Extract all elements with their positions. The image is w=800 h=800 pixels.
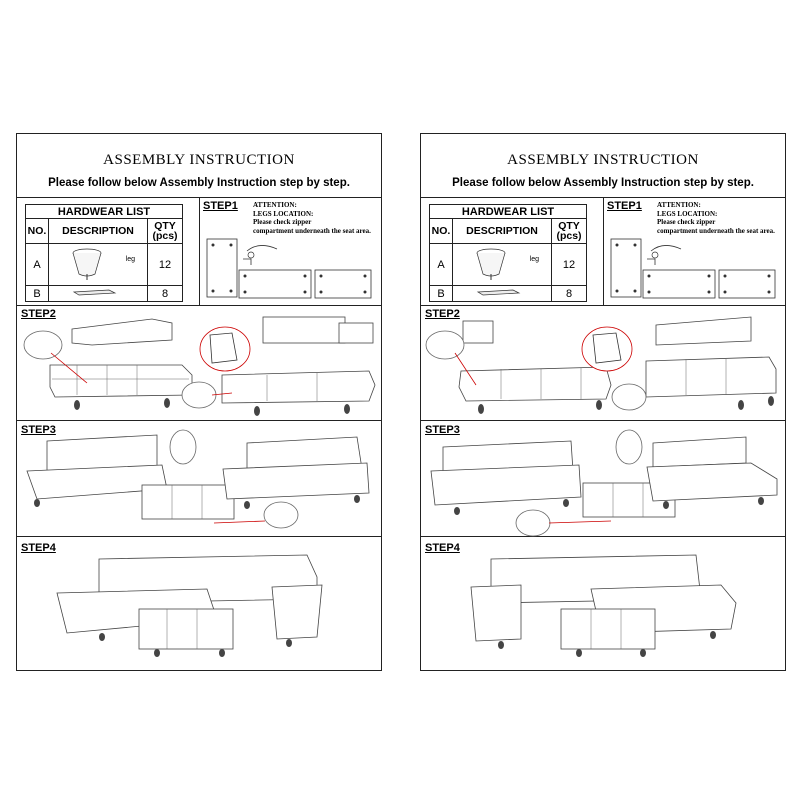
step1-box: STEP1 ATTENTION: LEGS LOCATION: Please c… (603, 197, 785, 306)
hardware-list-box: HARDWEAR LIST NO. DESCRIPTION QTY (pcs) … (17, 197, 200, 306)
bracket-icon (476, 289, 521, 296)
step3-diagram (430, 429, 778, 537)
leg-icon (72, 248, 102, 280)
row-qty: 8 (147, 285, 183, 302)
leg-illustration-cell: leg (48, 243, 148, 286)
hardware-table: HARDWEAR LIST NO. DESCRIPTION QTY (pcs) … (429, 204, 587, 302)
step4-diagram (56, 554, 323, 657)
sheet-subtitle: Please follow below Assembly Instruction… (48, 177, 350, 189)
col-qty: QTY (pcs) (551, 218, 587, 244)
table-row: B 8 (25, 285, 183, 302)
bracket-icon (72, 289, 117, 296)
step2-panel: STEP2 (421, 305, 785, 421)
sheet-title: ASSEMBLY INSTRUCTION (507, 152, 699, 168)
bracket-illustration-cell (452, 285, 552, 302)
instruction-sheet-right: ASSEMBLY INSTRUCTION Please follow below… (420, 133, 786, 671)
step2-panel: STEP2 (17, 305, 381, 421)
row-no: B (25, 285, 49, 302)
col-no: NO. (429, 218, 453, 244)
instruction-sheet-left: ASSEMBLY INSTRUCTION Please follow below… (16, 133, 382, 671)
title-box: ASSEMBLY INSTRUCTION Please follow below… (17, 134, 381, 198)
col-qty: QTY (pcs) (147, 218, 183, 244)
col-description: DESCRIPTION (452, 218, 552, 244)
row-qty: 12 (147, 243, 183, 286)
hardware-list-box: HARDWEAR LIST NO. DESCRIPTION QTY (pcs) … (421, 197, 604, 306)
leg-icon (476, 248, 506, 280)
step4-diagram (470, 554, 737, 657)
hardware-table: HARDWEAR LIST NO. DESCRIPTION QTY (pcs) … (25, 204, 183, 302)
leg-label: leg (125, 256, 135, 263)
row-no: A (429, 243, 453, 286)
hardware-title: HARDWEAR LIST (25, 204, 183, 219)
attention-note: ATTENTION: LEGS LOCATION: Please check z… (657, 201, 775, 235)
step4-panel: STEP4 (17, 537, 381, 670)
table-row: B 8 (429, 285, 587, 302)
step2-diagram (425, 316, 777, 414)
step3-label: STEP3 (425, 424, 460, 436)
col-description: DESCRIPTION (48, 218, 148, 244)
leg-label: leg (529, 256, 539, 263)
step4-panel: STEP4 (421, 537, 785, 670)
step2-diagram (23, 316, 376, 416)
step1-label: STEP1 (203, 200, 238, 212)
step4-label: STEP4 (21, 542, 56, 554)
step2-label: STEP2 (21, 308, 56, 320)
row-qty: 8 (551, 285, 587, 302)
sheet-subtitle: Please follow below Assembly Instruction… (452, 177, 754, 189)
step1-box: STEP1 ATTENTION: LEGS LOCATION: Please c… (199, 197, 381, 306)
table-row: A leg 12 (429, 243, 587, 286)
step3-diagram (26, 429, 370, 529)
row-no: B (429, 285, 453, 302)
table-row: A leg 12 (25, 243, 183, 286)
row-no: A (25, 243, 49, 286)
sheet-title: ASSEMBLY INSTRUCTION (103, 152, 295, 168)
step3-label: STEP3 (21, 424, 56, 436)
step1-diagram (206, 238, 372, 299)
step1-label: STEP1 (607, 200, 642, 212)
col-no: NO. (25, 218, 49, 244)
bracket-illustration-cell (48, 285, 148, 302)
attention-note: ATTENTION: LEGS LOCATION: Please check z… (253, 201, 371, 235)
step3-panel: STEP3 (17, 421, 381, 537)
step4-label: STEP4 (425, 542, 460, 554)
leg-illustration-cell: leg (452, 243, 552, 286)
step2-label: STEP2 (425, 308, 460, 320)
step3-panel: STEP3 (421, 421, 785, 537)
hardware-title: HARDWEAR LIST (429, 204, 587, 219)
title-box: ASSEMBLY INSTRUCTION Please follow below… (421, 134, 785, 198)
step1-diagram (610, 238, 776, 299)
row-qty: 12 (551, 243, 587, 286)
